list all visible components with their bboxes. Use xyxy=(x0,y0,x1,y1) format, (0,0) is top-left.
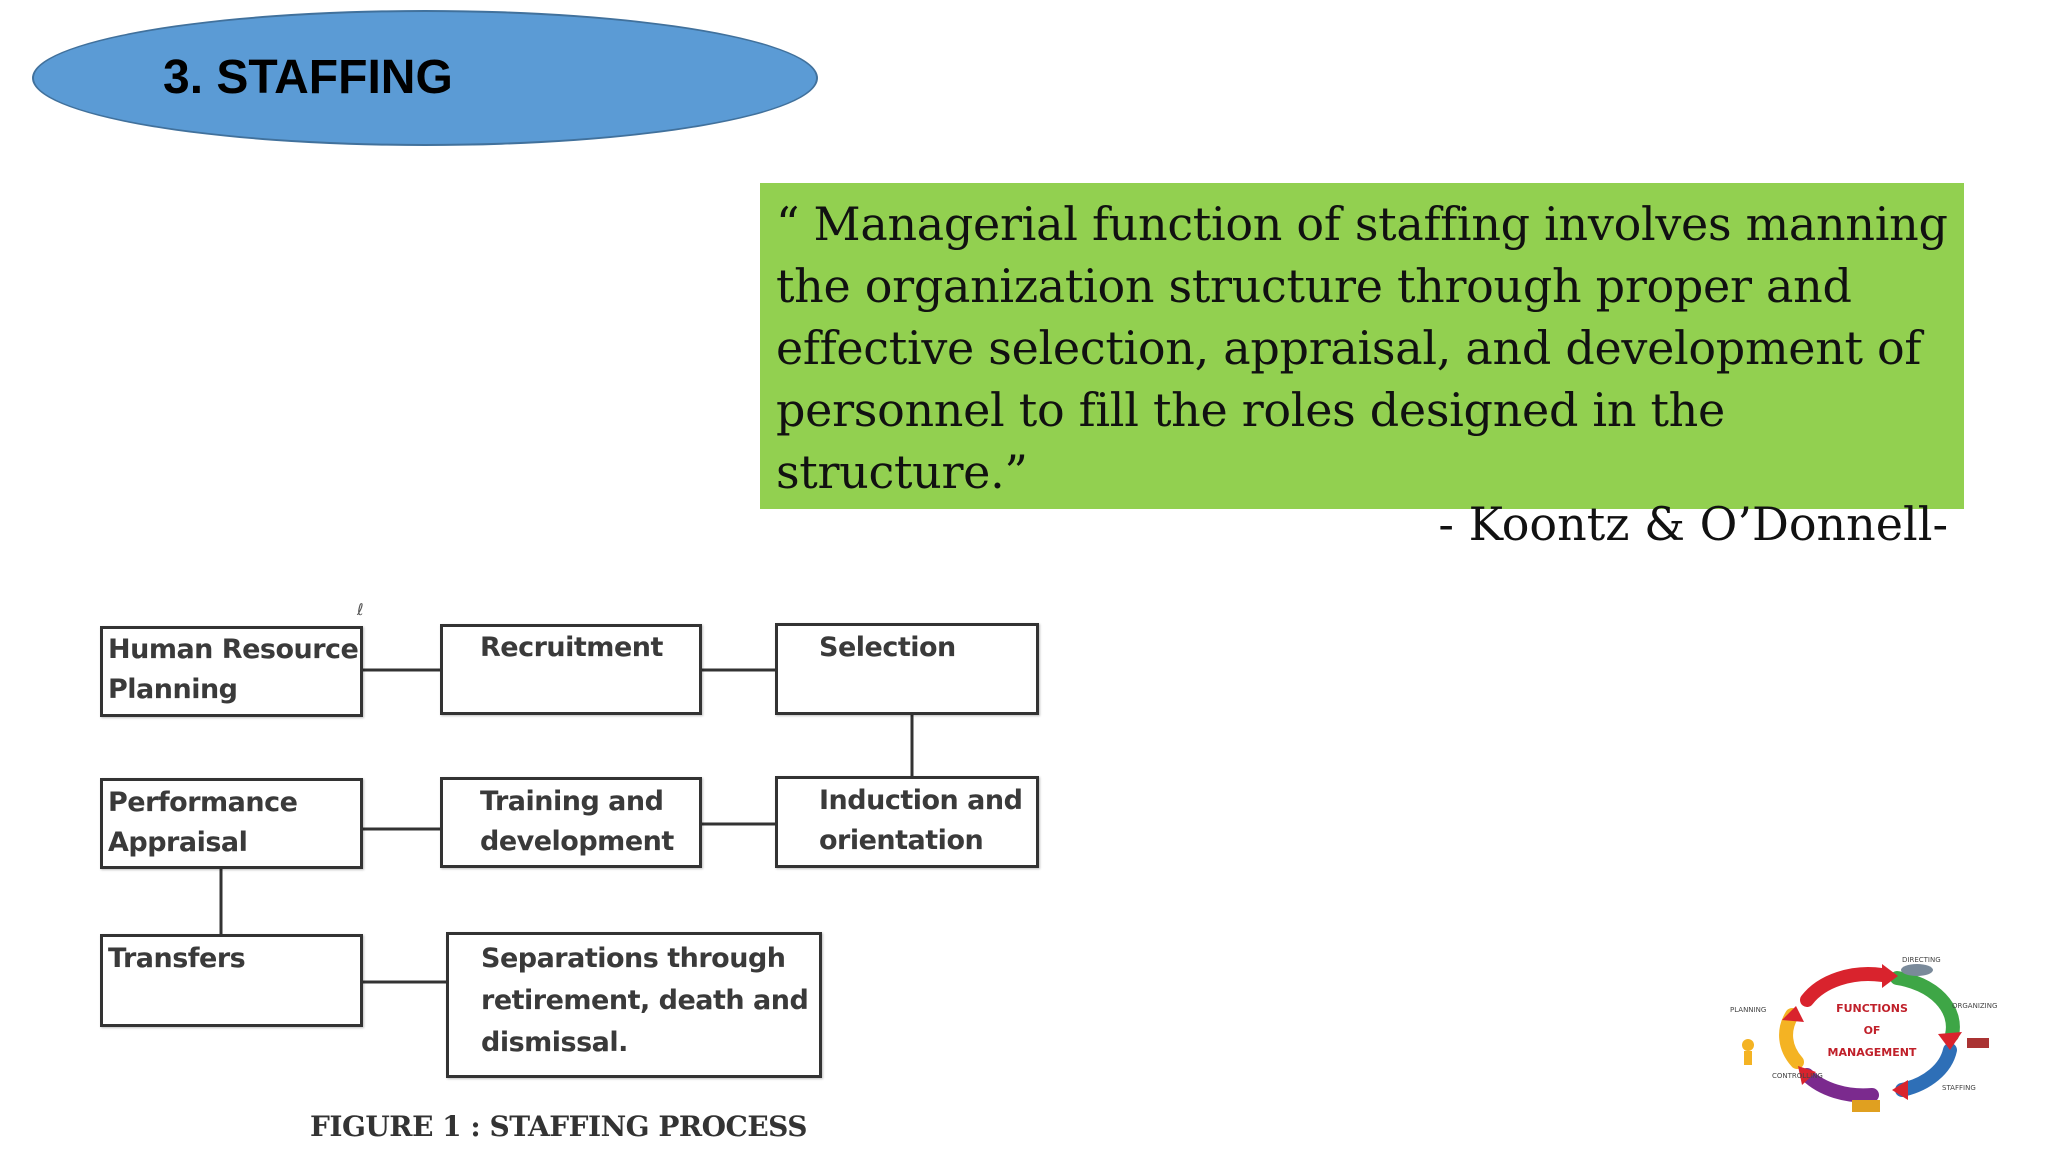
label-separations: Separations through retirement, death an… xyxy=(481,943,809,1058)
stray-mark: ℓ xyxy=(356,600,364,619)
label-transfers: Transfers xyxy=(108,943,246,974)
logo-arc-blue xyxy=(1895,1043,1957,1097)
quote-box: “ Managerial function of staffing involv… xyxy=(760,183,1964,509)
logo-graphic: FUNCTIONS OF MANAGEMENT DIRECTING ORGANI… xyxy=(1730,956,1997,1112)
box-induction-orientation xyxy=(775,776,1039,868)
label-performance-appraisal: Performance Appraisal xyxy=(108,787,298,858)
box-human-resource-planning xyxy=(100,626,363,717)
label-selection: Selection xyxy=(819,632,956,663)
box-separations xyxy=(446,932,822,1078)
logo-meeting-icon xyxy=(1901,964,1933,976)
title-ellipse xyxy=(32,10,818,146)
box-performance-appraisal xyxy=(100,778,363,869)
label-training-development: Training and development xyxy=(480,786,674,857)
box-training-development xyxy=(440,777,702,868)
logo-ring-label-1: DIRECTING xyxy=(1902,956,1941,964)
logo-ring-label-5: PLANNING xyxy=(1730,1006,1766,1014)
label-induction-orientation: Induction and orientation xyxy=(819,785,1023,856)
logo-arc-yellow xyxy=(1779,1008,1804,1069)
logo-arc-red xyxy=(1800,967,1889,1007)
logo-ring-label-2: ORGANIZING xyxy=(1952,1002,1997,1010)
definition-quote: “ Managerial function of staffing involv… xyxy=(776,197,1948,499)
label-human-resource-planning: Human Resource Planning xyxy=(108,634,359,705)
logo-arc-purple xyxy=(1800,1068,1879,1103)
logo-ring-label-4: CONTROLLING xyxy=(1772,1072,1823,1080)
logo-arc-green xyxy=(1890,971,1960,1042)
label-recruitment: Recruitment xyxy=(480,632,663,663)
box-transfers xyxy=(100,934,363,1027)
logo-group-icon xyxy=(1852,1100,1880,1112)
logo-machine-icon xyxy=(1967,1038,1989,1048)
logo-line-2: OF xyxy=(1864,1024,1881,1037)
functions-of-management-logo: FUNCTIONS OF MANAGEMENT DIRECTING ORGANI… xyxy=(1712,950,2002,1120)
logo-line-3: MANAGEMENT xyxy=(1828,1046,1917,1059)
logo-ring-label-3: STAFFING xyxy=(1942,1084,1976,1092)
quote-attribution: - Koontz & O’Donnell- xyxy=(1438,497,1948,551)
box-selection xyxy=(775,623,1039,715)
logo-person-icon xyxy=(1742,1039,1754,1051)
figure-caption: FIGURE 1 : STAFFING PROCESS xyxy=(310,1110,808,1143)
box-recruitment xyxy=(440,624,702,715)
slide-title: 3. STAFFING xyxy=(163,51,453,104)
logo-arrows xyxy=(1782,964,1962,1100)
logo-line-1: FUNCTIONS xyxy=(1836,1002,1908,1015)
